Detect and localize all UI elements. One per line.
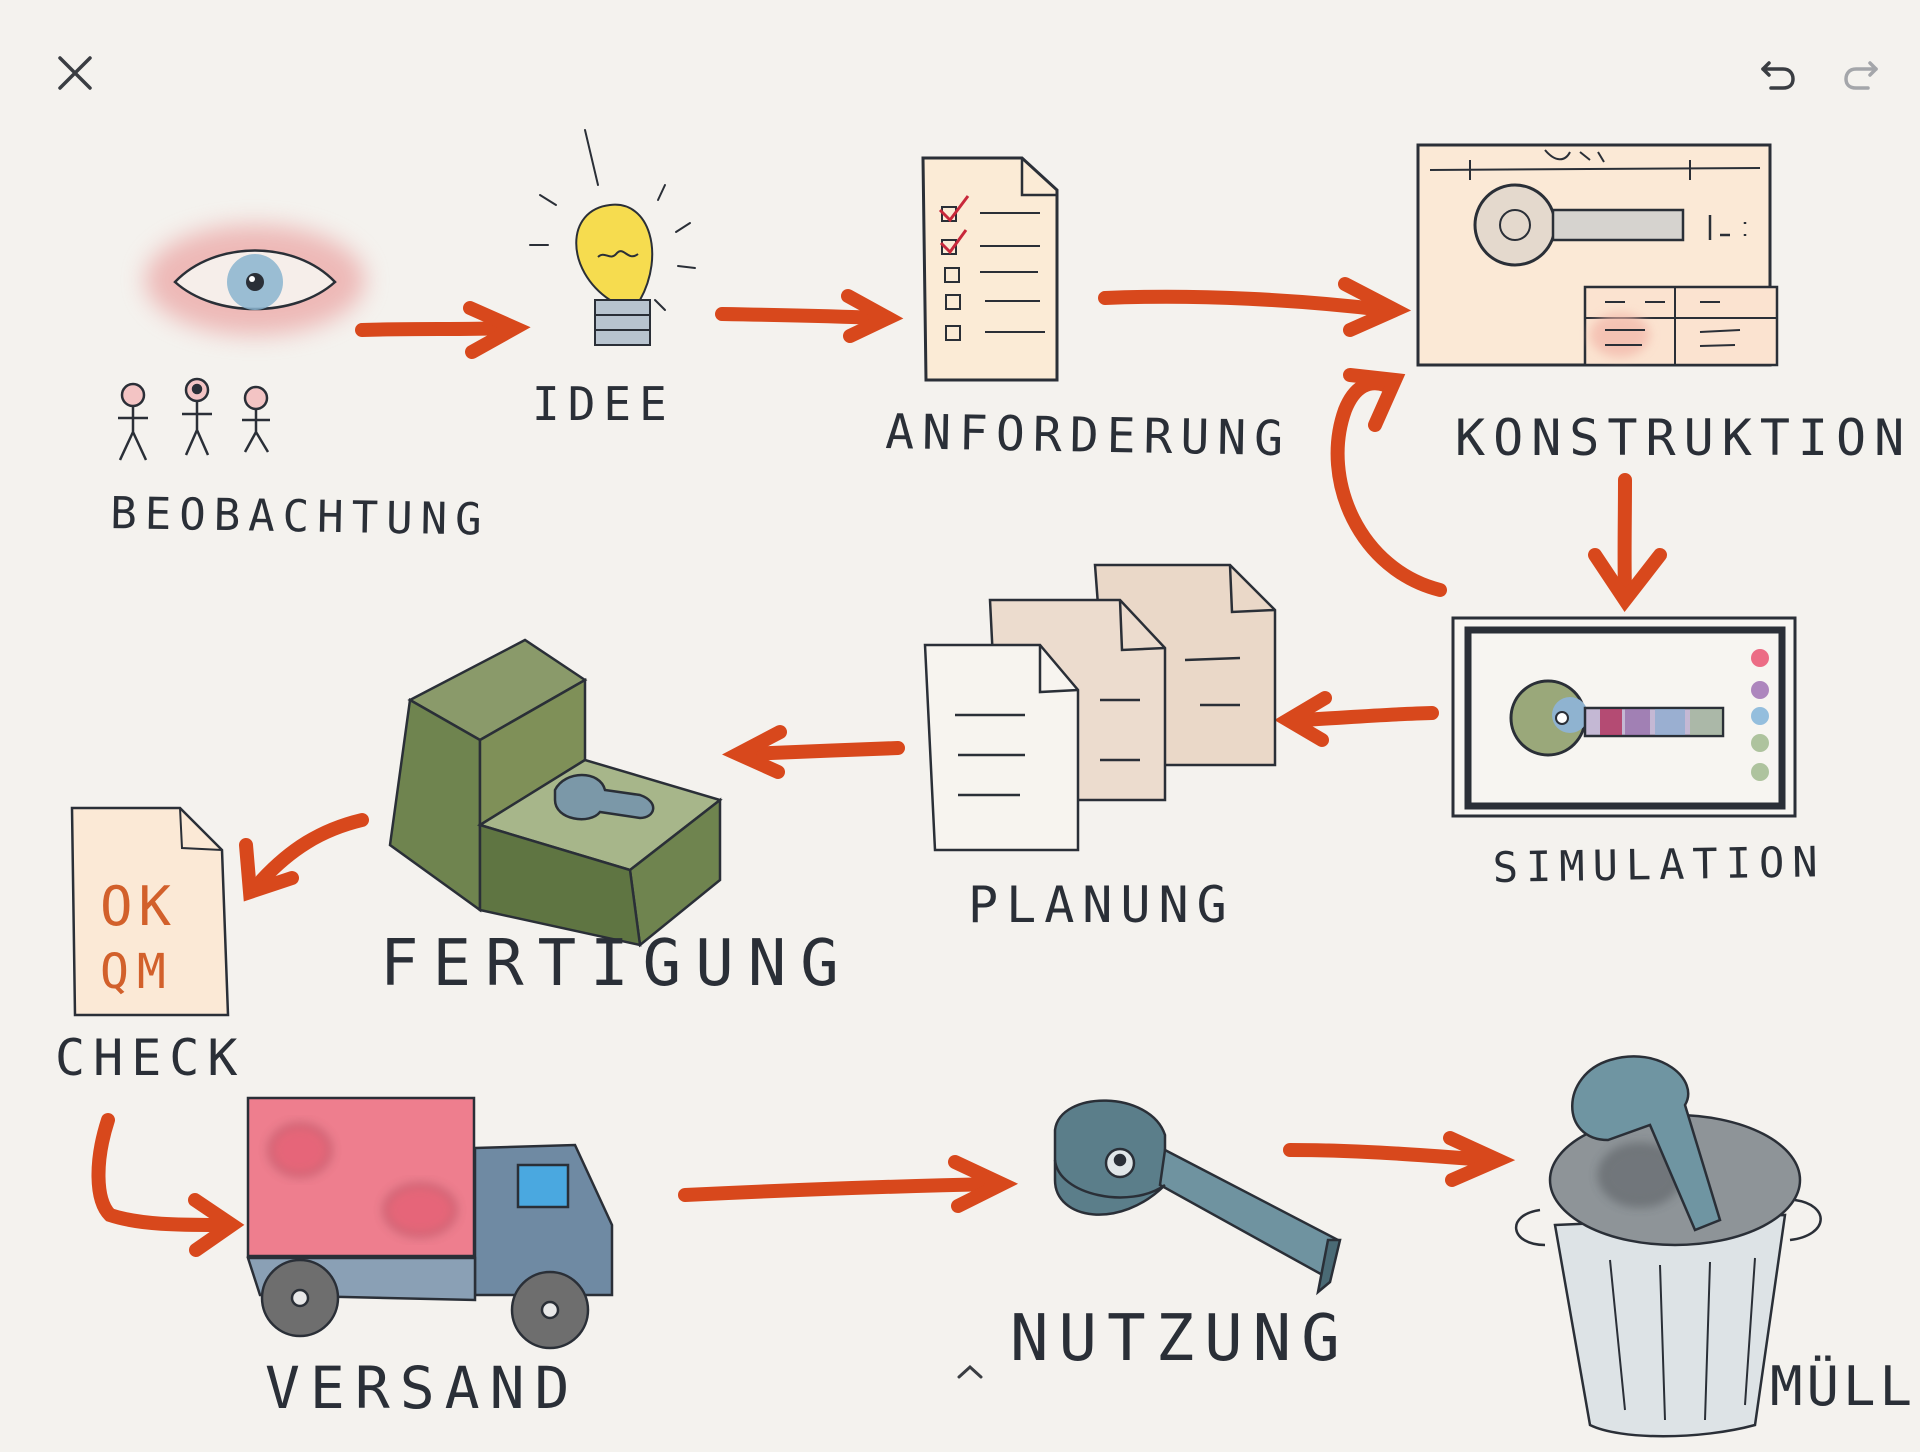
label-versand: VERSAND xyxy=(265,1354,579,1422)
simulation-screen-icon xyxy=(1451,616,1797,818)
arrow-fertigung-check xyxy=(255,813,369,887)
label-anforderung: ANFORDERUNG xyxy=(885,404,1292,467)
check-qm-text: QM xyxy=(100,944,174,1000)
check-ok-text: OK xyxy=(100,875,177,938)
eye-icon xyxy=(145,225,365,335)
stick-figures-icon xyxy=(118,377,270,461)
arrow-simulation-planung xyxy=(1293,706,1439,727)
label-idee: IDEE xyxy=(532,377,675,431)
arrow-anforderung-konstruktion xyxy=(1098,289,1392,317)
label-muell: MÜLL xyxy=(1770,1355,1916,1418)
label-check: CHECK xyxy=(55,1029,246,1087)
redo-icon xyxy=(1842,53,1882,97)
arrow-versand-nutzung xyxy=(678,1177,1002,1202)
check-document-icon: OK QM xyxy=(70,806,230,1017)
arrow-beobachtung-idee xyxy=(355,321,512,337)
lightbulb-icon xyxy=(529,129,696,346)
truck-icon xyxy=(246,1096,614,1350)
chevron-up-icon xyxy=(955,1363,985,1385)
label-beobachtung: BEOBACHTUNG xyxy=(110,488,490,546)
close-icon xyxy=(56,54,94,96)
requirements-document-icon xyxy=(921,156,1059,382)
process-labels: BEOBACHTUNG IDEE ANFORDERUNG KONSTRUKTIO… xyxy=(55,377,1916,1422)
label-planung: PLANUNG xyxy=(968,876,1235,934)
redo-button[interactable] xyxy=(1830,43,1894,107)
key-part-icon xyxy=(1053,1099,1342,1296)
planning-documents-icon xyxy=(923,563,1277,852)
trash-can-icon xyxy=(1514,1055,1822,1438)
arrow-idee-anforderung xyxy=(715,307,887,325)
undo-icon xyxy=(1757,53,1797,97)
cad-drawing-icon xyxy=(1416,143,1779,367)
undo-button[interactable] xyxy=(1745,43,1809,107)
label-fertigung: FERTIGUNG xyxy=(380,927,853,1001)
label-nutzung: NUTZUNG xyxy=(1010,1302,1350,1376)
close-button[interactable] xyxy=(43,43,107,107)
expand-toolbar-button[interactable] xyxy=(950,1360,990,1388)
arrow-check-versand xyxy=(91,1113,227,1232)
flow-arrows xyxy=(91,277,1667,1257)
label-konstruktion: KONSTRUKTION xyxy=(1455,409,1912,467)
arrow-planung-fertigung xyxy=(738,741,905,761)
machined-part-icon xyxy=(388,638,723,948)
label-simulation: SIMULATION xyxy=(1492,837,1826,892)
arrow-simulation-konstruktion-loop xyxy=(1330,376,1447,597)
arrow-nutzung-muell xyxy=(1283,1143,1495,1167)
